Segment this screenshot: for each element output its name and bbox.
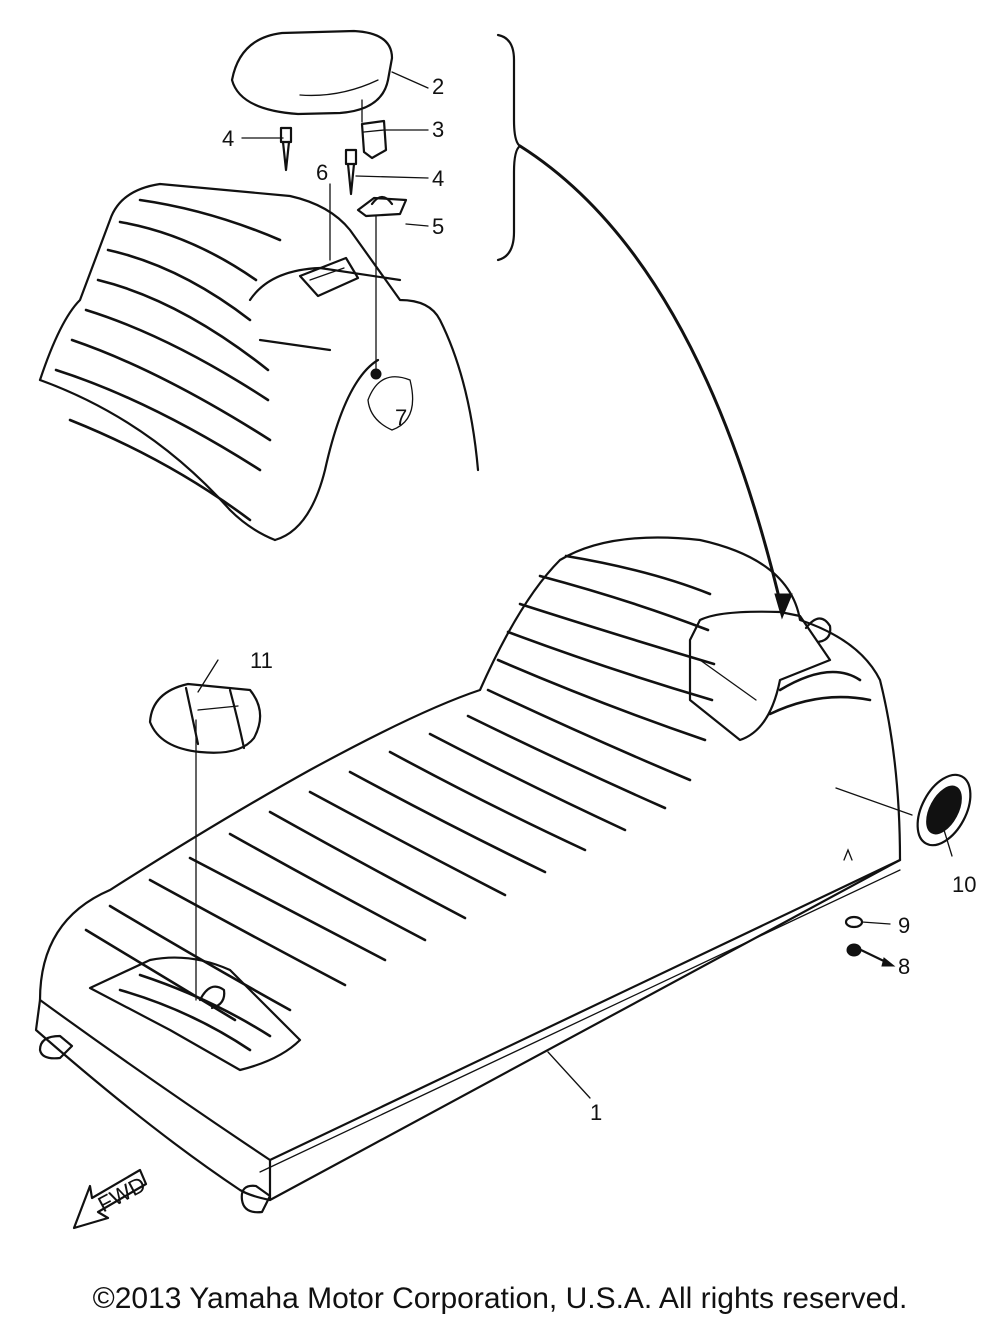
foot-front-left — [38, 1034, 74, 1060]
emblem-part-10 — [916, 773, 972, 857]
copyright-notice: ©2013 Yamaha Motor Corporation, U.S.A. A… — [92, 1282, 908, 1315]
main-seat-part-1 — [34, 536, 913, 1214]
callout-8: 8 — [898, 954, 910, 979]
detail-seat-body — [38, 182, 480, 542]
callout-3: 3 — [432, 117, 444, 142]
screw-part-4-right — [344, 148, 358, 196]
callout-11: 11 — [250, 648, 273, 673]
fwd-direction-arrow: FWD — [72, 1168, 150, 1230]
callout-7: 7 — [395, 405, 407, 430]
washer-part-9 — [844, 915, 891, 929]
dash-line-10 — [835, 787, 913, 816]
nut-part-8 — [846, 943, 896, 967]
pad-part-6 — [298, 256, 360, 298]
bracket-part-5 — [356, 195, 408, 218]
reference-arrow — [518, 144, 793, 620]
fwd-label: FWD — [94, 1172, 150, 1218]
callout-6: 6 — [316, 160, 328, 185]
callout-4-right: 4 — [432, 166, 444, 191]
callout-9: 9 — [898, 913, 910, 938]
screw-part-4-left — [279, 126, 293, 172]
callout-10: 10 — [952, 872, 976, 897]
clip-part-7 — [370, 368, 382, 380]
backrest-pad-part-2 — [230, 29, 394, 116]
callout-5: 5 — [432, 214, 444, 239]
detail-view-rear-seat — [38, 29, 480, 542]
callout-2: 2 — [432, 74, 444, 99]
cushion-part-11 — [148, 659, 262, 754]
bracket-part-3 — [360, 119, 388, 160]
group-brace — [496, 33, 522, 262]
seat-exploded-diagram: FWD 2 3 4 4 5 6 7 11 10 9 8 1 — [34, 29, 976, 1230]
foot-front-right — [240, 1184, 272, 1214]
callout-4-left: 4 — [222, 126, 234, 151]
callout-1: 1 — [590, 1100, 602, 1125]
